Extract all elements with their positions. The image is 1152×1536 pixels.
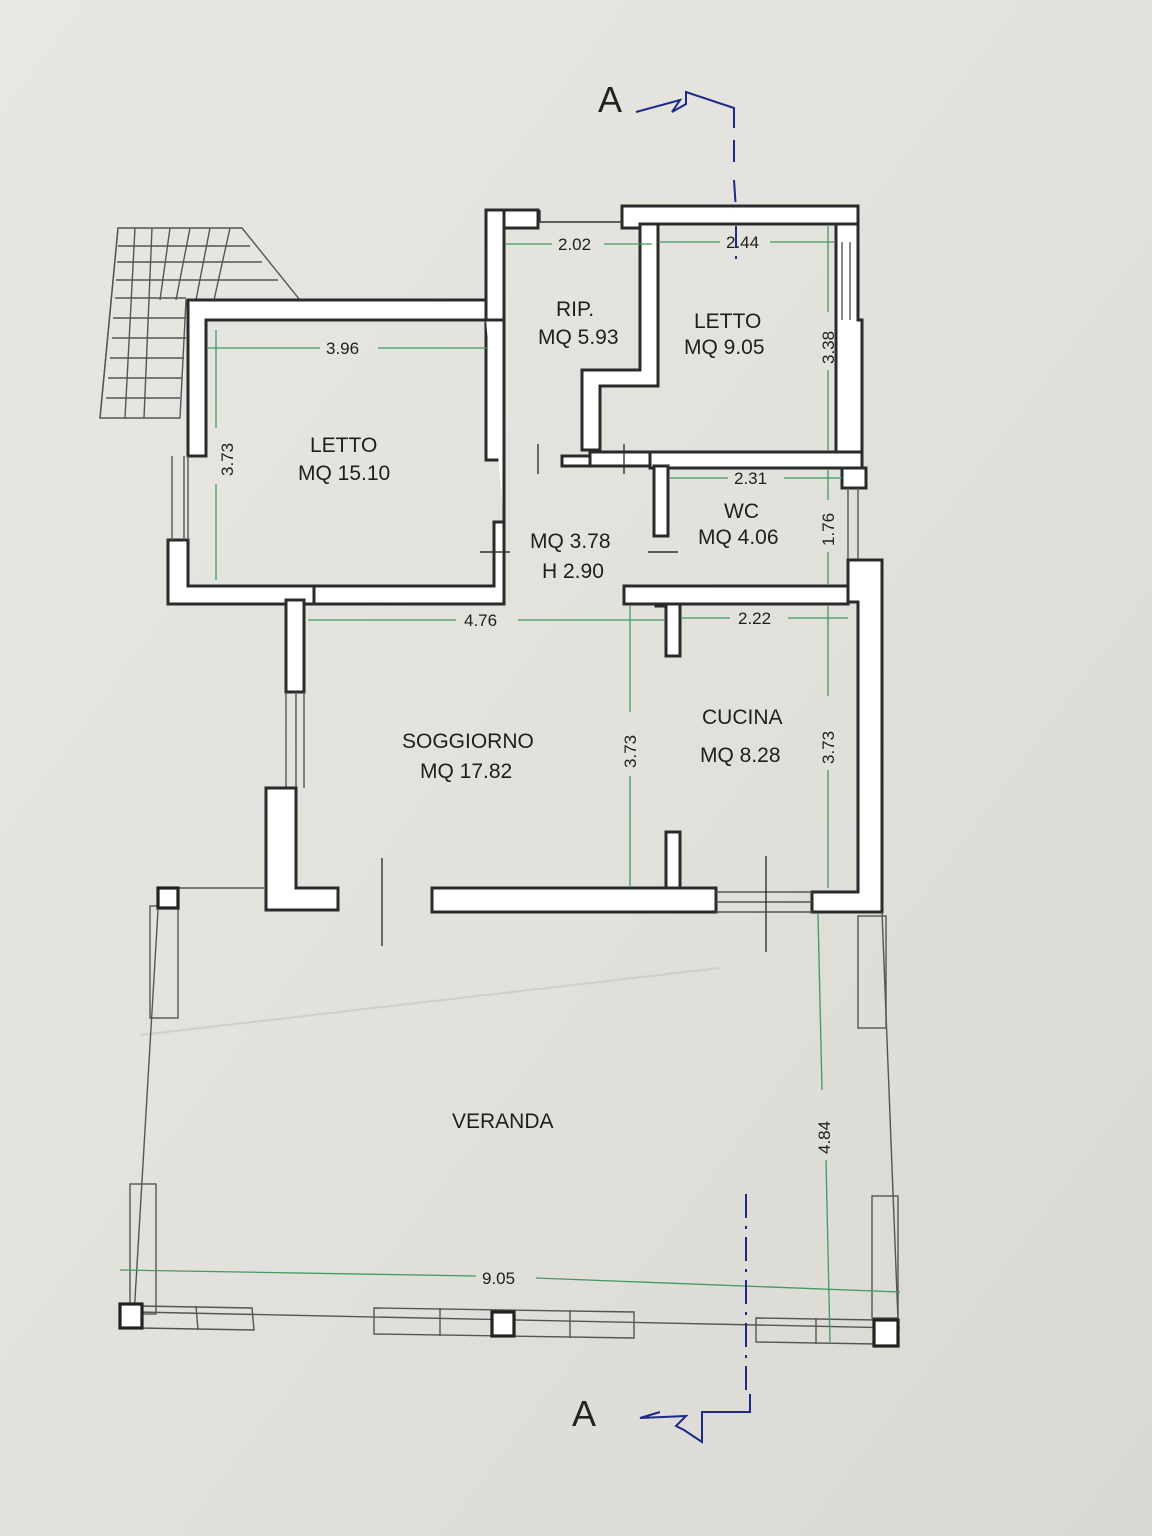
room-labels: LETTO MQ 15.10 RIP. MQ 5.93 LETTO MQ 9.0… (298, 298, 783, 1133)
external-stairs (99, 227, 302, 419)
dim-veranda-width: 9.05 (482, 1269, 515, 1288)
dim-letto-grande-height: 3.73 (218, 443, 237, 476)
room-letto-grande-name: LETTO (310, 434, 377, 457)
dim-letto-grande-width: 3.96 (326, 339, 359, 358)
column (156, 886, 180, 910)
room-letto-piccolo-area: MQ 9.05 (684, 336, 765, 359)
dim-wc-height: 1.76 (819, 513, 838, 546)
section-mark-top: A (598, 79, 622, 120)
room-rip-area: MQ 5.93 (538, 326, 619, 349)
paper-fold (139, 967, 721, 1036)
column (118, 1302, 144, 1330)
room-wc-area: MQ 4.06 (698, 526, 779, 549)
dim-letto-piccolo-height: 3.38 (819, 331, 838, 364)
room-soggiorno-name: SOGGIORNO (402, 730, 534, 753)
room-wc-name: WC (724, 500, 759, 523)
door-marks (381, 210, 767, 952)
room-disimpegno-height: H 2.90 (542, 560, 604, 583)
dimension-lines (119, 226, 901, 1343)
dim-letto-piccolo-width: 2.44 (726, 233, 759, 252)
room-letto-piccolo-name: LETTO (694, 310, 761, 333)
dim-cucina-width: 2.22 (738, 609, 771, 628)
section-labels: A A (572, 79, 622, 1434)
room-rip-name: RIP. (556, 298, 594, 321)
section-line-a (635, 90, 751, 1444)
dimension-labels: 3.96 3.73 2.02 2.44 3.38 2.31 1.76 4.76 … (218, 233, 838, 1288)
room-disimpegno-area: MQ 3.78 (530, 530, 611, 553)
dim-wc-width: 2.31 (734, 469, 767, 488)
dim-veranda-height: 4.84 (815, 1121, 834, 1154)
dim-rip-width: 2.02 (558, 235, 591, 254)
dim-cucina-height: 3.73 (819, 731, 838, 764)
room-cucina-area: MQ 8.28 (700, 744, 781, 767)
column (872, 1318, 900, 1348)
room-veranda-name: VERANDA (452, 1110, 554, 1133)
walls (166, 204, 884, 914)
room-soggiorno-area: MQ 17.82 (420, 760, 512, 783)
column (490, 1310, 516, 1338)
dim-soggiorno-height: 3.73 (621, 735, 640, 768)
veranda (118, 886, 901, 1348)
dim-soggiorno-width: 4.76 (464, 611, 497, 630)
room-cucina-name: CUCINA (702, 706, 783, 729)
room-letto-grande-area: MQ 15.10 (298, 462, 390, 485)
section-mark-bottom: A (572, 1393, 596, 1434)
